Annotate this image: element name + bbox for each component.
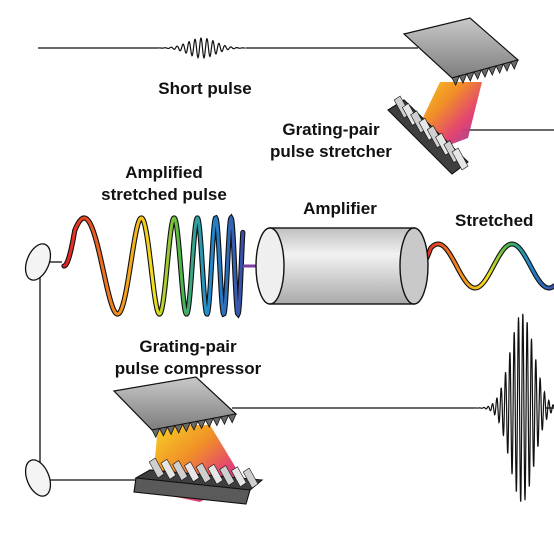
- amplifier-label: Amplifier: [303, 199, 377, 218]
- stretched-label: Stretched: [455, 211, 533, 230]
- grating-groove: [207, 463, 224, 485]
- stretcher-label-line2: pulse stretcher: [270, 142, 392, 161]
- mirror-top: [24, 243, 52, 281]
- stretched-pulse: [417, 241, 554, 291]
- grating-groove: [451, 147, 469, 171]
- grating-groove: [219, 465, 235, 486]
- grating-groove: [148, 457, 165, 479]
- short-pulse-waveform: [157, 37, 246, 60]
- amplified-label-line2: stretched pulse: [101, 185, 227, 204]
- grating-groove: [195, 462, 212, 484]
- compressor-label-line2: pulse compressor: [115, 359, 262, 378]
- beam-paths: [38, 47, 554, 481]
- stretcher-label-line1: Grating-pair: [282, 120, 380, 139]
- amplified-stretched-pulse: [61, 213, 246, 319]
- compressed-pulse-waveform: [470, 313, 554, 502]
- amplified-label-line1: Amplified: [125, 163, 202, 182]
- grating-groove: [242, 467, 259, 489]
- grating-groove: [231, 466, 247, 488]
- mirror-bottom: [24, 459, 52, 497]
- grating-groove: [160, 458, 177, 480]
- compressor-grating-pair: [112, 376, 264, 505]
- short-pulse-label: Short pulse: [158, 79, 252, 98]
- stretcher-grating-pair: [387, 17, 520, 175]
- grating-groove: [184, 461, 200, 483]
- grating-groove: [172, 460, 188, 481]
- amplifier-cylinder: [243, 227, 429, 305]
- compressor-label-line1: Grating-pair: [139, 337, 237, 356]
